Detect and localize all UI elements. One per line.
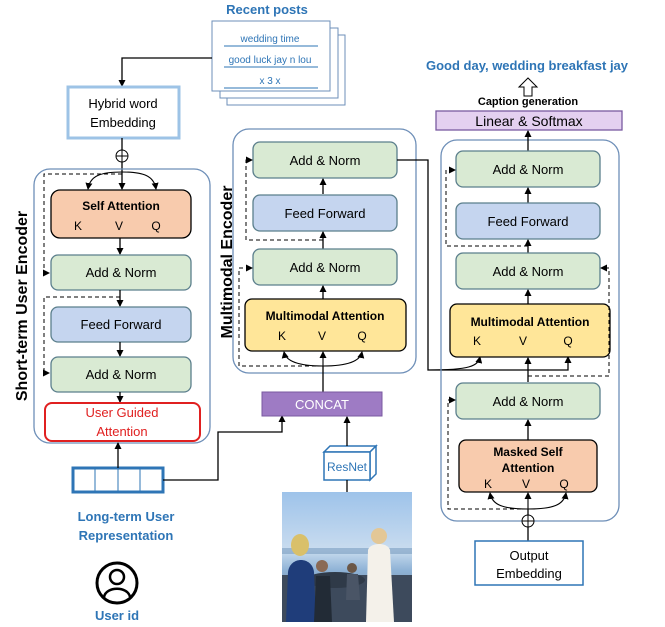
resnet-block: [322, 444, 378, 482]
hybrid-embedding-line1: Hybrid word: [88, 96, 157, 111]
feed-forward-label: Feed Forward: [81, 317, 162, 332]
k-label: K: [278, 329, 286, 343]
post-item: x 3 x: [259, 76, 280, 87]
v-label: V: [522, 477, 530, 491]
long-term-line2: Representation: [79, 528, 174, 543]
dec-multimodal-attention: [449, 303, 611, 358]
output-embedding-box: [474, 540, 584, 586]
caption-output: Good day, wedding breakfast jay: [426, 58, 629, 73]
output-embedding-line2: Embedding: [496, 566, 562, 581]
masked-self-attention-line1: Masked Self: [493, 445, 563, 459]
multimodal-attention-label: Multimodal Attention: [471, 315, 590, 329]
self-attention-block: [50, 189, 192, 239]
caption-generation-label: Caption generation: [478, 96, 579, 108]
self-attention-label: Self Attention: [82, 199, 160, 213]
v-label: V: [115, 219, 123, 233]
output-embedding-line1: Output: [509, 548, 548, 563]
multimodal-encoder-title: Multimodal Encoder: [219, 186, 236, 339]
long-term-line1: Long-term User: [78, 509, 175, 524]
user-id-label: User id: [95, 608, 139, 623]
k-label: K: [473, 334, 481, 348]
k-label: K: [74, 219, 82, 233]
add-norm-label: Add & Norm: [290, 153, 361, 168]
multimodal-encoder-container: [232, 128, 417, 374]
user-guided-line2: Attention: [96, 424, 147, 439]
masked-self-attention-line2: Attention: [502, 461, 555, 475]
recent-posts-stack: Recent posts wedding time good luck jay …: [211, 2, 346, 106]
user-guided-line1: User Guided: [86, 405, 159, 420]
short-term-encoder-title: Short-term User Encoder: [14, 211, 31, 401]
post-item: wedding time: [240, 34, 300, 45]
mm-multimodal-attention: [244, 298, 407, 352]
k-label: K: [484, 477, 492, 491]
add-norm-label: Add & Norm: [86, 367, 157, 382]
add-operator-icon: [521, 514, 535, 528]
short-term-encoder-container: [33, 168, 211, 444]
hybrid-word-embedding-box: [66, 85, 181, 140]
input-photo: [282, 492, 412, 622]
feed-forward-block: [50, 306, 192, 343]
add-norm-label: Add & Norm: [86, 265, 157, 280]
add-norm-label: Add & Norm: [290, 260, 361, 275]
add-operator-icon: [115, 149, 129, 163]
feed-forward-label: Feed Forward: [285, 206, 366, 221]
v-label: V: [318, 329, 326, 343]
add-norm-label: Add & Norm: [493, 264, 564, 279]
user-icon: [95, 561, 139, 605]
q-label: Q: [563, 334, 572, 348]
long-term-vector: [71, 466, 165, 494]
multimodal-attention-label: Multimodal Attention: [266, 309, 385, 323]
q-label: Q: [357, 329, 366, 343]
hybrid-embedding-line2: Embedding: [90, 115, 156, 130]
add-norm-block-1: [50, 254, 192, 291]
post-item: good luck jay n lou: [229, 55, 312, 66]
recent-posts-title: Recent posts: [226, 2, 308, 17]
up-arrow-icon: [517, 77, 539, 97]
add-norm-block-2: [50, 356, 192, 393]
add-norm-label: Add & Norm: [493, 394, 564, 409]
resnet-label: ResNet: [327, 460, 368, 474]
linear-softmax-label: Linear & Softmax: [475, 113, 582, 129]
user-guided-attention-block: [44, 402, 201, 442]
q-label: Q: [559, 477, 568, 491]
add-norm-label: Add & Norm: [493, 162, 564, 177]
v-label: V: [519, 334, 527, 348]
concat-block: [261, 391, 383, 417]
feed-forward-label: Feed Forward: [488, 214, 569, 229]
concat-label: CONCAT: [295, 397, 349, 412]
q-label: Q: [151, 219, 160, 233]
